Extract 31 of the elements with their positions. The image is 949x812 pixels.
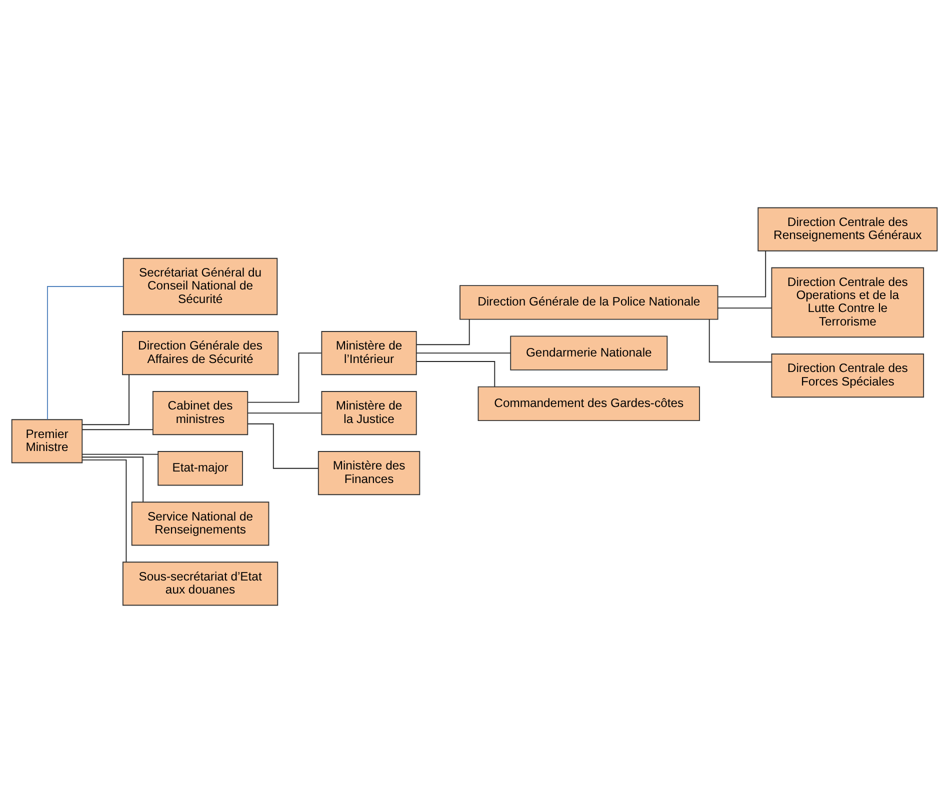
connector — [718, 250, 766, 297]
connector — [247, 412, 322, 414]
node-box: Gendarmerie Nationale — [510, 335, 668, 370]
connector — [416, 318, 470, 345]
connector — [416, 352, 511, 354]
connector — [82, 458, 127, 562]
connector — [82, 428, 154, 430]
node-box: Etat-major — [158, 450, 243, 486]
node-box: Service National de Renseignements — [131, 501, 270, 546]
node-box: Direction Centrale des Operations et de la Lutte Contre le Terrorisme — [771, 266, 924, 338]
node-box: Ministère de la Justice — [321, 390, 417, 435]
node-box: Direction Générale de la Police Nationale — [460, 284, 718, 320]
node-box: Commandement des Gardes-côtes — [478, 386, 700, 421]
node-box: Premier Ministre — [11, 418, 83, 463]
connector — [82, 374, 130, 425]
connector — [82, 456, 144, 502]
node-box: Ministère des Finances — [318, 450, 420, 495]
connector — [717, 307, 772, 308]
node-box: Ministère de l’Intérieur — [321, 330, 417, 375]
connector — [708, 318, 772, 362]
node-box: Direction Générale des Affaires de Sécurité — [122, 330, 279, 375]
node-box: Secrétariat Général du Conseil National de Sécurité — [122, 257, 278, 315]
connector — [82, 453, 158, 454]
node-box: Direction Centrale des Renseignements Généraux — [758, 206, 938, 251]
connector — [47, 286, 124, 420]
node-box: Cabinet des ministres — [152, 390, 248, 435]
node-box: Sous-secrétariat d’Etat aux douanes — [122, 561, 278, 606]
connector — [416, 360, 496, 387]
node-box: Direction Centrale des Forces Spéciales — [771, 353, 924, 398]
connector — [247, 422, 319, 468]
connector — [247, 352, 322, 402]
